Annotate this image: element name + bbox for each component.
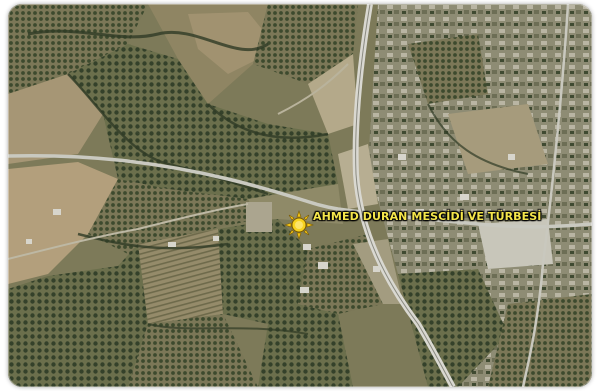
map-view[interactable]: AHMED DURAN MESCİDİ VE TÜRBESİ	[8, 4, 592, 387]
bare-plot	[246, 202, 272, 232]
bare-plot	[478, 219, 553, 269]
bare-field	[8, 74, 103, 164]
orchard-field	[488, 294, 592, 387]
orchard-field	[108, 244, 148, 387]
place-label[interactable]: AHMED DURAN MESCİDİ VE TÜRBESİ	[313, 210, 542, 223]
orchard-field	[68, 44, 208, 144]
orchard-field	[8, 266, 138, 387]
bare-field	[448, 104, 548, 174]
dirt-road	[8, 203, 249, 260]
bare-field	[308, 54, 358, 134]
side-road	[521, 4, 570, 387]
plowed-field	[138, 229, 223, 324]
buildings	[26, 154, 515, 293]
olive-grove	[218, 219, 308, 324]
olive-grove	[103, 104, 338, 199]
east-west-road	[8, 153, 592, 229]
sun-placemark-icon[interactable]	[284, 210, 314, 240]
satellite-imagery	[8, 4, 592, 387]
olive-grove	[88, 179, 258, 254]
orchard-field	[253, 4, 358, 84]
bare-field	[8, 162, 118, 284]
orchard-field	[128, 314, 258, 387]
orchard-field	[398, 269, 508, 387]
olive-grove	[258, 304, 353, 387]
orchard-field	[8, 4, 148, 94]
dirt-road	[277, 63, 349, 115]
orchard-field	[408, 34, 488, 104]
